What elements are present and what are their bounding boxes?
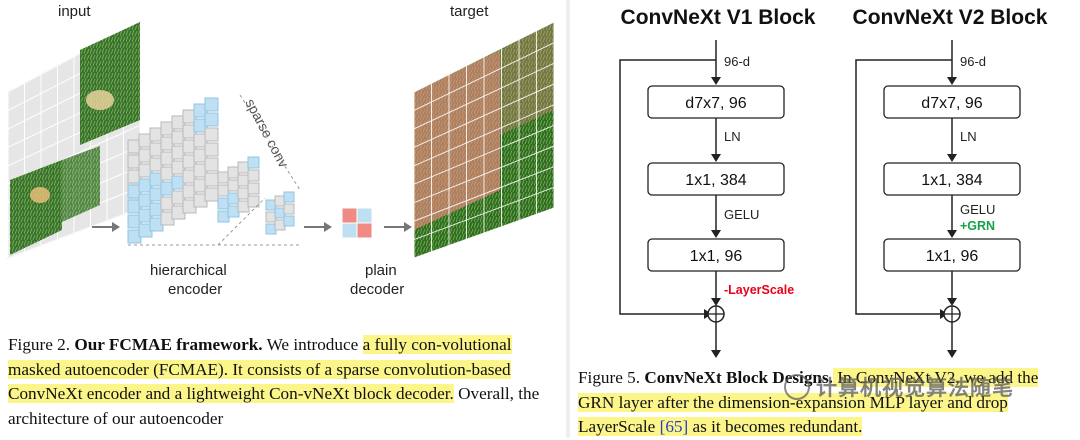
v1-title: ConvNeXt V1 Block [621, 6, 816, 29]
convnext-figure-panel: ConvNeXt V1 Block 96-d d7x7, 96 LN 1x1, … [570, 0, 1080, 438]
arrow-decoder-to-target [384, 222, 412, 232]
figure-2-caption: Figure 2. Our FCMAE framework. We introd… [8, 333, 560, 431]
input-label: input [58, 3, 91, 20]
target-label: target [450, 3, 489, 20]
figure-5-caption: Figure 5. ConvNeXt Block Designs. In Con… [578, 366, 1078, 440]
hierarchical-encoder [127, 94, 301, 246]
v2-box-expand-label: 1x1, 384 [921, 172, 982, 189]
v2-act: GELU [960, 202, 995, 217]
caption5-cite: [65] [659, 417, 689, 436]
caption-title: Our FCMAE framework. [74, 335, 263, 354]
target-image [413, 21, 555, 259]
input-image [7, 21, 141, 259]
v1-box-project-label: 1x1, 96 [690, 248, 743, 265]
v1-input-dim: 96-d [724, 54, 750, 69]
v2-grn-note: +GRN [960, 219, 995, 233]
v2-norm: LN [960, 129, 977, 144]
caption-text-1: We introduce [262, 335, 363, 354]
watermark-text: 计算机视觉算法随笔 [816, 376, 1014, 400]
v2-box-dwconv-label: d7x7, 96 [921, 95, 982, 112]
v1-layerscale-note: -LayerScale [724, 283, 794, 297]
v1-box-dwconv-label: d7x7, 96 [685, 95, 746, 112]
encoder-stage-1 [127, 97, 219, 244]
fcmae-figure-panel: input sparse conv hierarchical encoder [7, 3, 560, 431]
watermark: 计算机视觉算法随笔 [784, 372, 1074, 404]
target-grid [413, 21, 555, 259]
v1-block: ConvNeXt V1 Block 96-d d7x7, 96 LN 1x1, … [619, 6, 816, 358]
encoder-label-line1: hierarchical [150, 262, 227, 279]
decoder-label-line2: decoder [350, 281, 404, 298]
v2-box-project-label: 1x1, 96 [926, 248, 979, 265]
caption5-text-2: as it becomes redundant. [688, 417, 863, 436]
plain-decoder [341, 207, 373, 239]
v2-block: ConvNeXt V2 Block 96-d d7x7, 96 LN 1x1, … [853, 6, 1048, 358]
panel-divider [566, 0, 570, 438]
v1-box-expand-label: 1x1, 384 [685, 172, 746, 189]
caption-label: Figure 2. [8, 335, 71, 354]
v2-input-dim: 96-d [960, 54, 986, 69]
arrow-encoder-to-decoder [304, 222, 332, 232]
v2-title: ConvNeXt V2 Block [853, 6, 1048, 29]
arrow-input-to-encoder [92, 222, 120, 232]
decoder-label-line1: plain [365, 262, 397, 279]
encoder-stage-3 [265, 191, 295, 235]
watermark-logo-icon [784, 374, 810, 400]
v1-act: GELU [724, 207, 759, 222]
caption5-label: Figure 5. [578, 368, 641, 387]
caption-text-2: Overall, the architecture of our autoenc… [8, 384, 540, 428]
fcmae-diagram: input sparse conv hierarchical encoder [7, 3, 555, 298]
v1-norm: LN [724, 129, 741, 144]
caption-highlight: a fully con-volutional masked autoencode… [8, 335, 512, 403]
encoder-label-line2: encoder [168, 281, 222, 298]
encoder-stage-2 [217, 156, 260, 223]
convnext-block-diagram: ConvNeXt V1 Block 96-d d7x7, 96 LN 1x1, … [619, 6, 1048, 358]
